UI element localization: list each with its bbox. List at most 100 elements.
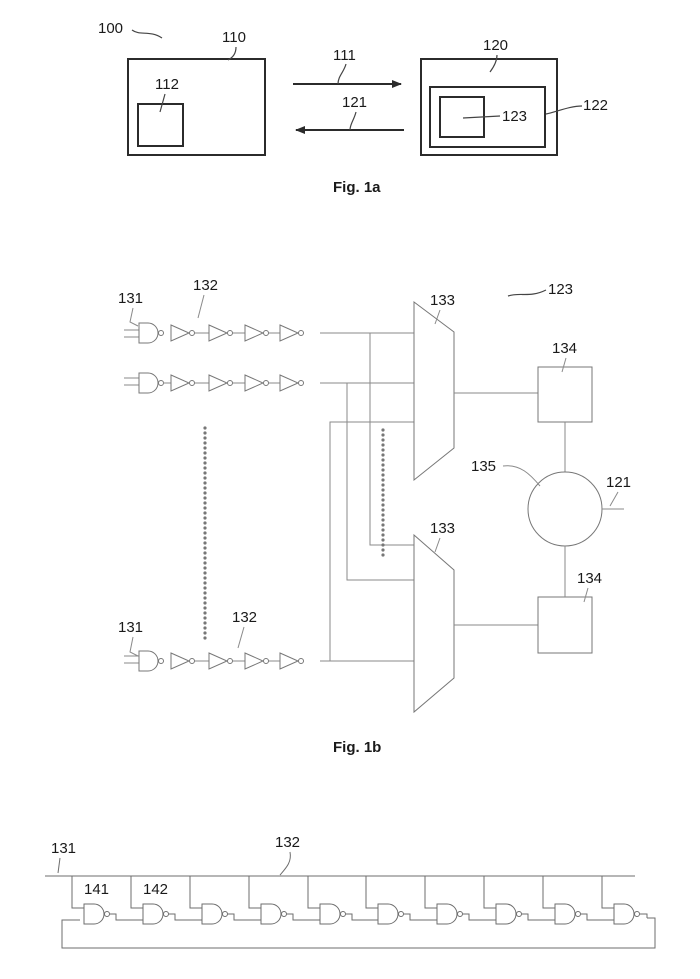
ellipsis-dot: [203, 566, 206, 569]
ellipsis-dot: [203, 621, 206, 624]
multiplexer-133-bottom: [414, 535, 454, 712]
ellipsis-dot: [203, 616, 206, 619]
ring-nand-gate: [484, 876, 555, 924]
ellipsis-dot: [381, 528, 384, 531]
label-enable-131: 131: [51, 840, 76, 857]
device-110-box: [128, 59, 265, 155]
label-module-122: 122: [583, 97, 608, 114]
ellipsis-dot: [203, 636, 206, 639]
counter-134-bottom: [538, 597, 592, 653]
ellipsis-dot: [203, 611, 206, 614]
label-chain-132-bottom: 132: [232, 609, 257, 626]
oscillator-chain-top: 131 132: [118, 277, 304, 343]
ellipsis-dot: [381, 553, 384, 556]
ellipsis-dot: [381, 503, 384, 506]
leader-134-top: [562, 358, 566, 372]
ellipsis-dot: [381, 498, 384, 501]
leader-131-bottom: [130, 637, 138, 656]
inverter: [280, 375, 298, 391]
label-chain-132-top: 132: [193, 277, 218, 294]
ellipsis-dot: [203, 481, 206, 484]
inverter-bubble: [190, 381, 195, 386]
label-circuit-123: 123: [548, 281, 573, 298]
ellipsis-dot: [203, 456, 206, 459]
leader-133-bottom: [435, 538, 440, 552]
label-counter-134-top: 134: [552, 340, 577, 357]
ellipsis-dot: [203, 466, 206, 469]
leader-131c: [58, 858, 60, 873]
ellipsis-dot: [203, 546, 206, 549]
ellipsis-dot: [381, 543, 384, 546]
ellipsis-dot: [203, 561, 206, 564]
nand-bubble: [159, 331, 164, 336]
caption-fig-1a: Fig. 1a: [333, 179, 381, 196]
ellipsis-dot: [203, 516, 206, 519]
ring-nand-gate: [366, 876, 437, 924]
ellipsis-dot: [381, 548, 384, 551]
inverter-bubble: [228, 659, 233, 664]
inverter: [209, 653, 227, 669]
ellipsis-dot: [203, 631, 206, 634]
label-mux-133-top: 133: [430, 292, 455, 309]
inverter-bubble: [228, 331, 233, 336]
leader-134-bottom: [584, 588, 588, 602]
ellipsis-dot: [203, 591, 206, 594]
inverter: [245, 375, 263, 391]
ellipsis-dot: [203, 501, 206, 504]
ellipsis-dot: [203, 511, 206, 514]
figure-1b: 123 131 132: [118, 277, 631, 756]
leader-132-bottom: [238, 627, 244, 648]
leader-135: [503, 466, 540, 486]
leader-121b: [610, 492, 618, 506]
ellipsis-dots-middle: [381, 428, 384, 556]
ellipsis-dot: [203, 581, 206, 584]
label-comparator-135: 135: [471, 458, 496, 475]
inverter: [245, 653, 263, 669]
ellipsis-dot: [203, 556, 206, 559]
label-arrow-111: 111: [333, 47, 356, 64]
wire: [370, 333, 414, 545]
ring-nand-gate: [308, 876, 378, 924]
ellipsis-dot: [203, 471, 206, 474]
ellipsis-dot: [381, 438, 384, 441]
label-counter-134-bottom: 134: [577, 570, 602, 587]
nand-gate-131-bottom: [139, 651, 158, 671]
device-120-box: [421, 59, 557, 155]
ellipsis-dot: [203, 536, 206, 539]
label-gate-131-bottom: 131: [118, 619, 143, 636]
figure-1a: 100 110 112 111 121 120 122 123 Fig. 1a: [98, 20, 608, 196]
ellipsis-dot: [381, 493, 384, 496]
counter-134-top: [538, 367, 592, 422]
ellipsis-dot: [381, 443, 384, 446]
leader-122: [546, 106, 582, 114]
caption-fig-1b: Fig. 1b: [333, 739, 381, 756]
ellipsis-dot: [203, 531, 206, 534]
ring-nand-gate: [249, 876, 320, 924]
ellipsis-dot: [203, 431, 206, 434]
inverter: [209, 375, 227, 391]
multiplexer-133-top: [414, 302, 454, 480]
leader-121: [350, 112, 356, 130]
ellipsis-dot: [203, 506, 206, 509]
ellipsis-dot: [381, 458, 384, 461]
oscillator-chain-bottom: 131 132: [118, 609, 304, 671]
ellipsis-dot: [203, 496, 206, 499]
inverter: [280, 653, 298, 669]
nand-gate: [139, 373, 158, 393]
comparator-135: [528, 472, 602, 546]
ellipsis-dot: [381, 533, 384, 536]
ellipsis-dot: [203, 571, 206, 574]
inverter-bubble: [299, 659, 304, 664]
ring-nand-gate: [602, 876, 647, 924]
ellipsis-dot: [381, 448, 384, 451]
ellipsis-dot: [381, 468, 384, 471]
ellipsis-dot: [381, 488, 384, 491]
ellipsis-dot: [203, 441, 206, 444]
leader-133-top: [435, 310, 440, 324]
ellipsis-dot: [381, 473, 384, 476]
label-circuit-123: 123: [502, 108, 527, 125]
label-gate-131-top: 131: [118, 290, 143, 307]
ellipsis-dot: [203, 596, 206, 599]
ellipsis-dot: [381, 538, 384, 541]
ellipsis-dot: [203, 491, 206, 494]
